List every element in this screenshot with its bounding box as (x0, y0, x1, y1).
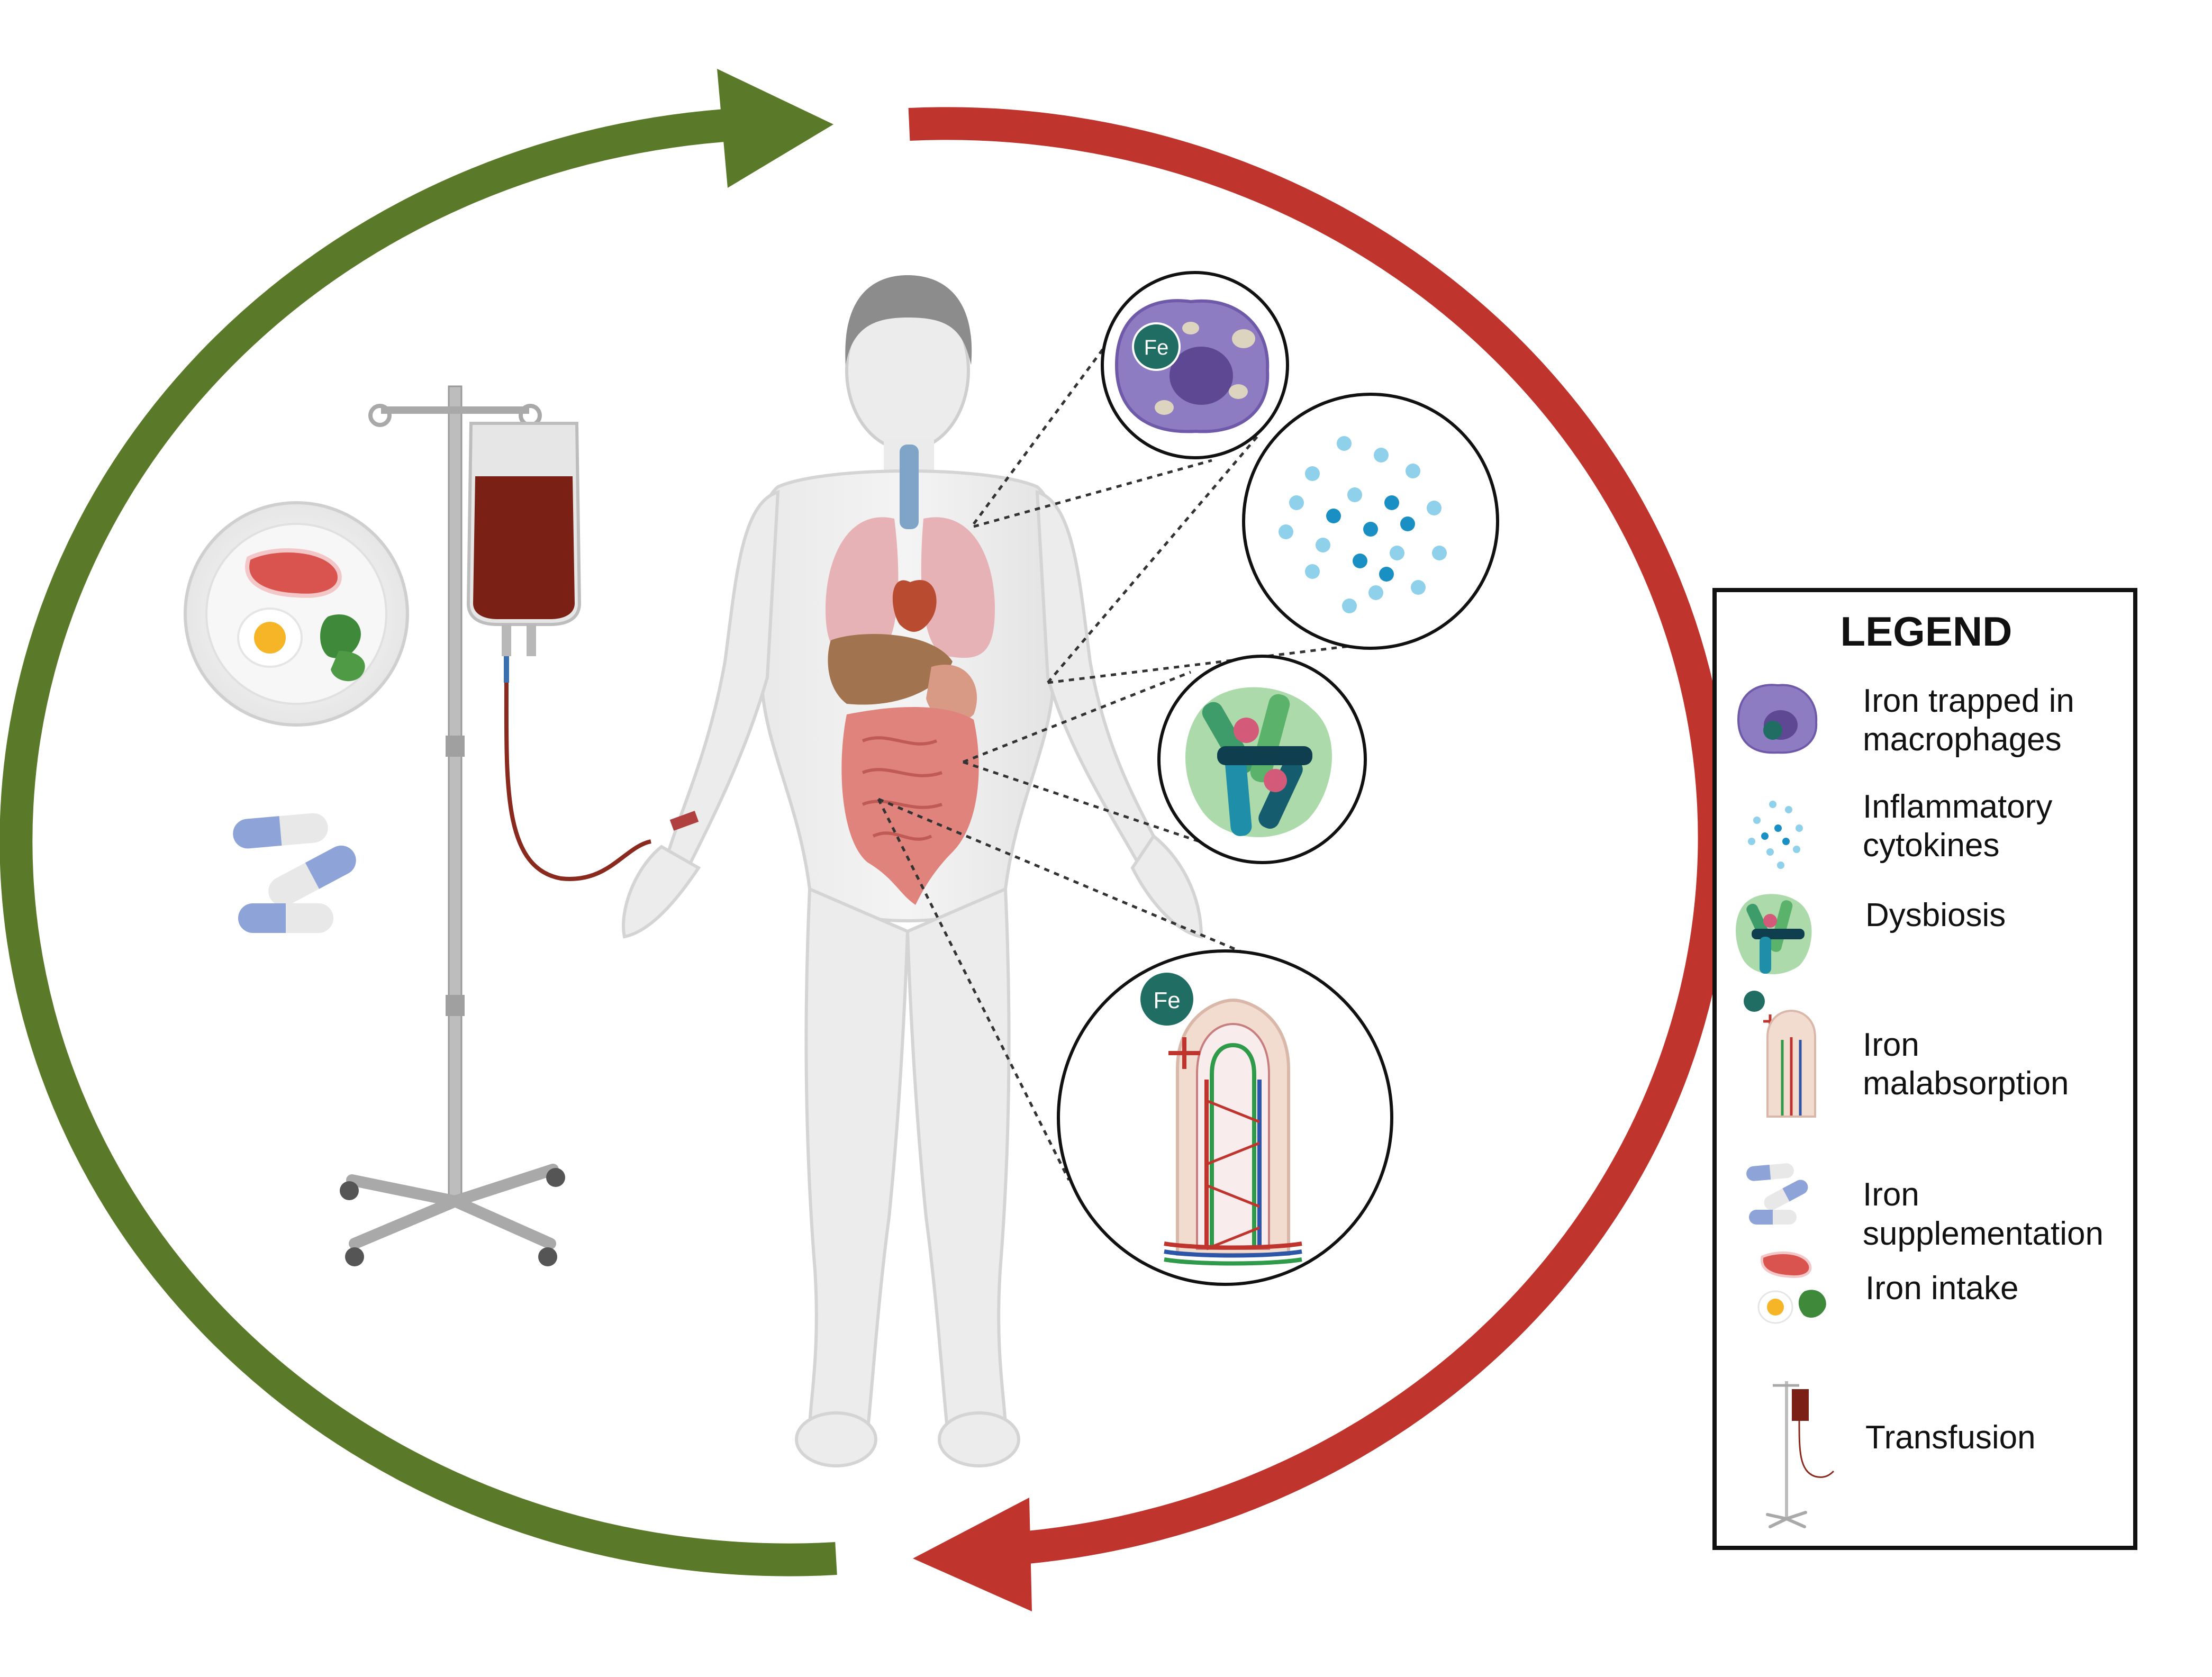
spinach-leaf-2 (331, 651, 365, 682)
legend-label-supplementation-2: supplementation (1863, 1216, 2104, 1252)
intestinal-villus-icon: Fe (1140, 973, 1302, 1266)
legend-pills-icon (1746, 1163, 1808, 1225)
red-arrowhead (913, 1498, 1032, 1611)
legend-label-malabsorption-1: Iron (1863, 1027, 1919, 1063)
spinach-leaf-1 (320, 614, 361, 658)
legend-label-supplementation-1: Iron (1863, 1176, 1919, 1213)
bacteria-icon (1185, 687, 1332, 838)
cytokines-icon (1279, 436, 1447, 613)
right-lung-shape (921, 517, 995, 658)
legend-title: LEGEND (1840, 608, 2012, 655)
legend-food-icon (1757, 1251, 1826, 1324)
steak-shape (245, 548, 342, 598)
legend-label-intake: Iron intake (1865, 1270, 2019, 1307)
legend-label-malabsorption-2: malabsorption (1863, 1065, 2069, 1102)
cytokines-inset (1242, 393, 1499, 650)
legend-bacteria-icon (1736, 894, 1812, 975)
green-cycle-arrow (0, 69, 837, 1576)
wrist-band (669, 811, 699, 831)
legend-label-macrophage-1: Iron trapped in (1863, 683, 2074, 719)
liver-shape (828, 634, 953, 705)
legend-label-dysbiosis: Dysbiosis (1865, 897, 2006, 933)
legend-macrophage-icon (1737, 684, 1818, 754)
human-body-icon (622, 275, 1203, 1467)
iv-drip-stand-icon (340, 385, 651, 1266)
trachea-shape (900, 445, 919, 529)
green-arc (0, 108, 837, 1576)
legend-box: LEGEND Iron trapped in macrophages Infla… (1712, 588, 2137, 1550)
legend-label-cytokines-1: Inflammatory (1863, 788, 2052, 825)
food-plate-icon (184, 501, 409, 727)
egg-yolk (254, 622, 286, 654)
fe-label-macrophage: Fe (1144, 336, 1169, 359)
blood-fill (473, 476, 575, 619)
hair-shape (845, 275, 972, 365)
iron-malabsorption-inset: Fe (1057, 949, 1393, 1286)
legend-label-macrophage-2: macrophages (1863, 721, 2062, 758)
legend-cytokines-icon (1748, 801, 1803, 869)
heart-shape (892, 580, 937, 632)
connector-lines (877, 340, 1376, 1181)
macrophage-inset: Fe (1101, 271, 1289, 459)
green-arrowhead (717, 69, 833, 188)
left-lung-shape (826, 517, 899, 658)
fe-label-villus: Fe (1153, 987, 1180, 1013)
legend-label-transfusion: Transfusion (1865, 1419, 2036, 1456)
legend-villus-icon (1744, 991, 1816, 1118)
dysbiosis-inset (1157, 655, 1367, 864)
legend-label-cytokines-2: cytokines (1863, 827, 1999, 864)
macrophage-icon: Fe (1114, 299, 1270, 433)
red-cycle-arrow (908, 107, 1731, 1611)
stomach-shape (926, 665, 977, 722)
pill-capsule-icon (233, 813, 356, 933)
legend-iv-icon (1766, 1381, 1835, 1528)
